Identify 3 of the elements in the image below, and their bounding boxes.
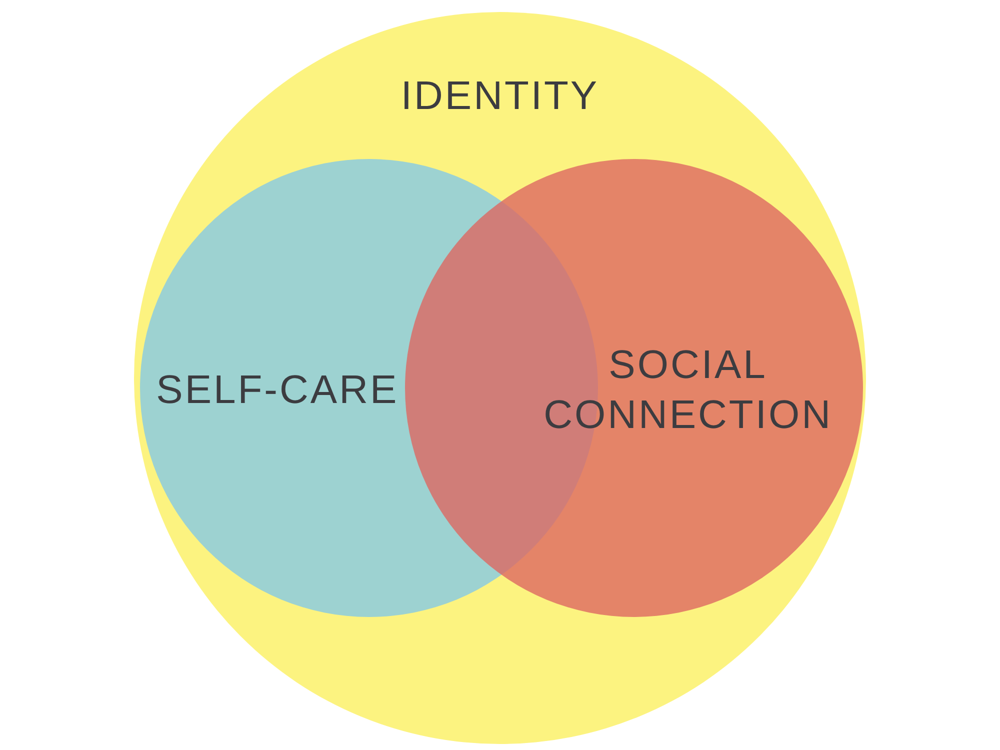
circle-label: SELF-CARE xyxy=(156,367,399,414)
circle-label: SOCIAL CONNECTION xyxy=(544,342,832,440)
circle-label: IDENTITY xyxy=(400,73,600,120)
